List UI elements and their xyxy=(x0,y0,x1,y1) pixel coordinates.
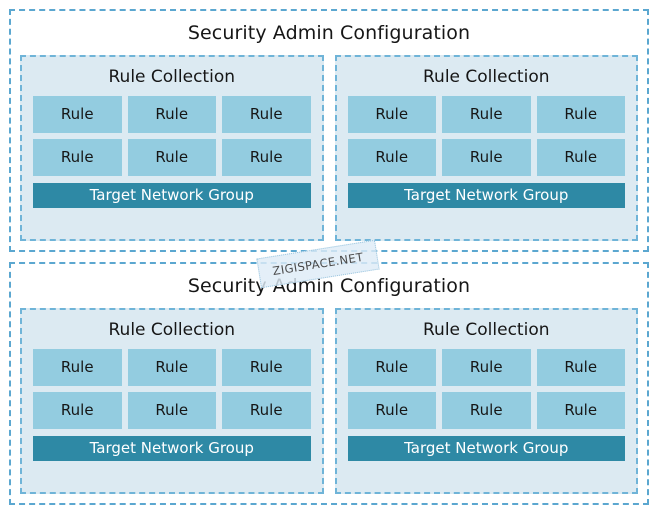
security-admin-configuration-section: Security Admin Configuration Rule Collec… xyxy=(9,262,649,505)
rule-box: Rule xyxy=(536,95,625,133)
rule-box: Rule xyxy=(536,348,625,386)
rule-box: Rule xyxy=(347,95,436,133)
rule-collections-row: Rule Collection Rule Rule Rule Rule Rule… xyxy=(20,307,638,494)
section-title: Security Admin Configuration xyxy=(187,22,471,44)
rule-box: Rule xyxy=(127,138,216,176)
rules-grid: Rule Rule Rule Rule Rule Rule xyxy=(347,348,625,429)
rule-collection: Rule Collection Rule Rule Rule Rule Rule… xyxy=(334,307,638,494)
target-network-group-bar: Target Network Group xyxy=(347,182,625,208)
rule-collection-title: Rule Collection xyxy=(108,66,236,87)
rule-collection: Rule Collection Rule Rule Rule Rule Rule… xyxy=(20,307,324,494)
rule-collection-title: Rule Collection xyxy=(423,319,550,340)
security-admin-configuration-section: Security Admin Configuration Rule Collec… xyxy=(9,9,649,252)
rules-grid: Rule Rule Rule Rule Rule Rule xyxy=(33,95,311,176)
target-network-group-bar: Target Network Group xyxy=(33,182,311,208)
rule-box: Rule xyxy=(442,348,531,386)
rule-box: Rule xyxy=(127,95,216,133)
rule-box: Rule xyxy=(536,138,625,176)
rule-collection: Rule Collection Rule Rule Rule Rule Rule… xyxy=(20,54,324,241)
rule-box: Rule xyxy=(442,95,531,133)
rule-box: Rule xyxy=(127,391,216,429)
rule-collection: Rule Collection Rule Rule Rule Rule Rule… xyxy=(334,54,638,241)
rule-box: Rule xyxy=(442,391,531,429)
rule-box: Rule xyxy=(222,95,311,133)
rule-box: Rule xyxy=(33,95,122,133)
target-network-group-bar: Target Network Group xyxy=(347,435,625,461)
rule-box: Rule xyxy=(347,348,436,386)
rule-box: Rule xyxy=(347,391,436,429)
rule-box: Rule xyxy=(127,348,216,386)
target-network-group-bar: Target Network Group xyxy=(33,435,311,461)
rule-collection-title: Rule Collection xyxy=(423,66,550,87)
rules-grid: Rule Rule Rule Rule Rule Rule xyxy=(33,348,311,429)
rule-box: Rule xyxy=(442,138,531,176)
rule-box: Rule xyxy=(222,391,311,429)
rule-box: Rule xyxy=(33,138,122,176)
rule-box: Rule xyxy=(33,348,122,386)
rule-box: Rule xyxy=(222,138,311,176)
section-title: Security Admin Configuration xyxy=(187,275,471,297)
rule-box: Rule xyxy=(33,391,122,429)
rule-collection-title: Rule Collection xyxy=(108,319,236,340)
rule-box: Rule xyxy=(536,391,625,429)
rule-collections-row: Rule Collection Rule Rule Rule Rule Rule… xyxy=(20,54,638,241)
rule-box: Rule xyxy=(347,138,436,176)
rules-grid: Rule Rule Rule Rule Rule Rule xyxy=(347,95,625,176)
rule-box: Rule xyxy=(222,348,311,386)
